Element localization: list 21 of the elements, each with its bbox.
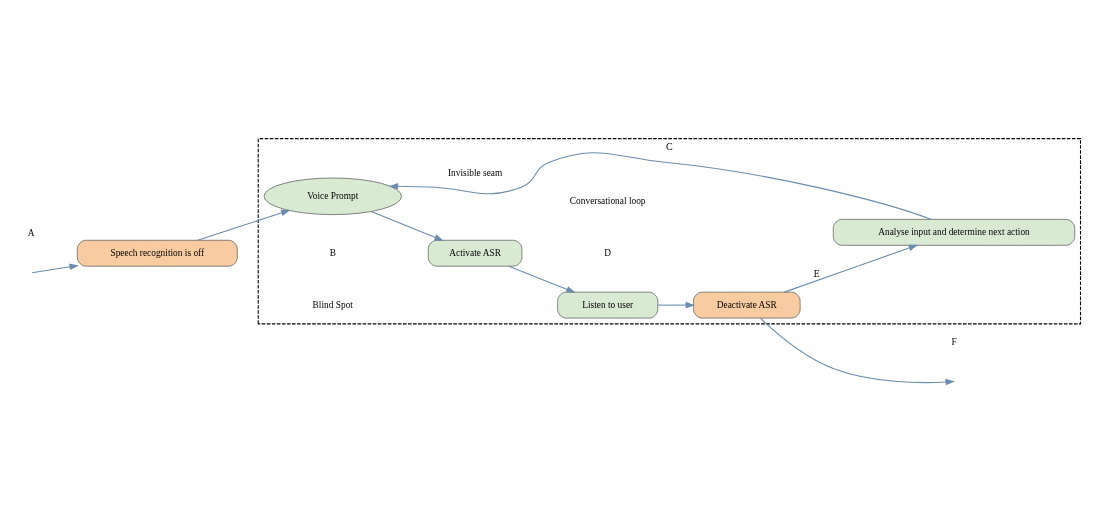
- node-box: Listen to user: [557, 291, 659, 318]
- node-box: Analyse input and determine next action: [832, 218, 1076, 246]
- label: Blind Spot: [312, 299, 353, 310]
- arrow: [197, 209, 291, 241]
- arrow: [657, 301, 695, 308]
- arrow: [370, 210, 444, 241]
- arrow: [759, 317, 955, 385]
- node-box: Activate ASR: [427, 239, 523, 267]
- node-box: Deactivate ASR: [693, 291, 801, 318]
- arrow: [31, 263, 79, 273]
- label: A: [27, 227, 35, 238]
- node-box: Speech recognition is off: [76, 239, 238, 267]
- arrow: [508, 265, 576, 293]
- edge-label: E: [813, 268, 820, 279]
- label: Invisible seam: [447, 167, 503, 178]
- arrow: [783, 244, 918, 293]
- label: B: [329, 247, 336, 258]
- label: D: [604, 247, 612, 258]
- label: Conversational loop: [569, 195, 646, 206]
- label: F: [951, 336, 957, 347]
- arrow: [388, 151, 932, 220]
